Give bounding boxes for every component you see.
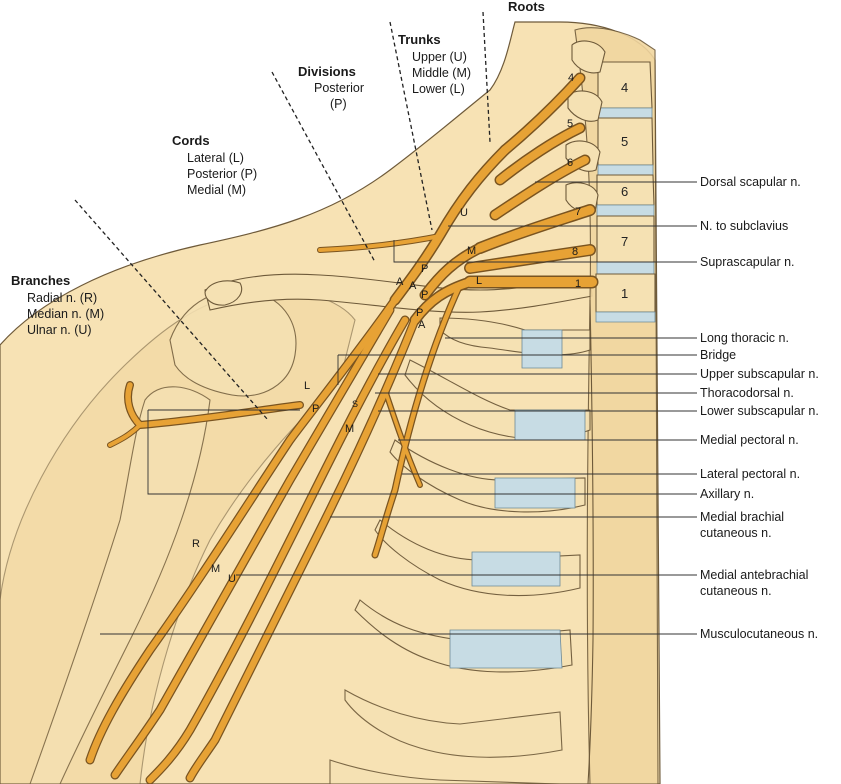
vertebra-number: 5 — [621, 134, 628, 149]
svg-text:L: L — [304, 380, 310, 392]
svg-text:A: A — [409, 280, 417, 292]
label-nerve-to-subclavius: N. to subclavius — [700, 219, 788, 233]
label-upper-subscapular: Upper subscapular n. — [700, 367, 819, 381]
svg-text:S: S — [352, 399, 358, 409]
label-suprascapular: Suprascapular n. — [700, 255, 795, 269]
plexus-letters: U M L P A A P P A L P M S R M U — [192, 207, 482, 585]
section-dividers — [74, 11, 491, 421]
svg-text:M: M — [467, 245, 476, 257]
root-c8 — [465, 245, 595, 273]
label-musculocutaneous: Musculocutaneous n. — [700, 627, 818, 641]
cord-posterior-label: Posterior (P) — [187, 167, 257, 181]
ulnar-nerve — [186, 316, 419, 782]
middle-trunk — [421, 244, 484, 299]
svg-text:P: P — [416, 307, 423, 319]
trunks-header: Trunks — [398, 32, 441, 47]
median-nerve — [146, 316, 409, 784]
svg-text:U: U — [228, 573, 236, 585]
trunk-upper-label: Upper (U) — [412, 50, 467, 64]
trunk-middle-label: Middle (M) — [412, 66, 471, 80]
vertebra-number: 7 — [621, 234, 628, 249]
axillary-branch — [108, 423, 142, 447]
cords-header: Cords — [172, 133, 210, 148]
label-medial-brachial-2: cutaneous n. — [700, 526, 772, 540]
svg-text:P: P — [421, 289, 428, 301]
root-number: 8 — [572, 246, 578, 258]
musculocutaneous-nerve — [111, 306, 394, 779]
nerves — [86, 74, 597, 784]
branch-radial-label: Radial n. (R) — [27, 291, 97, 305]
long-thoracic-nerve — [372, 282, 463, 558]
suprascapular-nerve — [318, 234, 442, 252]
root-c4 — [501, 74, 584, 154]
lower-trunk — [411, 278, 474, 324]
cord-medial-label: Medial (M) — [187, 183, 246, 197]
label-medial-antebrachial-1: Medial antebrachial — [700, 568, 808, 582]
label-lateral-pectoral: Lateral pectoral n. — [700, 467, 800, 481]
root-number: 5 — [567, 118, 573, 130]
branches-header: Branches — [11, 273, 70, 288]
svg-text:R: R — [192, 538, 200, 550]
label-long-thoracic: Long thoracic n. — [700, 331, 789, 345]
svg-text:M: M — [345, 423, 354, 435]
label-dorsal-scapular: Dorsal scapular n. — [700, 175, 801, 189]
label-thoracodorsal: Thoracodorsal n. — [700, 386, 794, 400]
vertebra-number: 1 — [621, 286, 628, 301]
divisions-p-label: (P) — [330, 97, 347, 111]
divisions-header: Divisions — [298, 64, 356, 79]
label-lower-subscapular: Lower subscapular n. — [700, 404, 819, 418]
svg-text:P: P — [312, 403, 319, 415]
svg-text:A: A — [418, 319, 426, 331]
root-number: 4 — [568, 72, 574, 84]
svg-text:P: P — [421, 263, 428, 275]
label-bridge: Bridge — [700, 348, 736, 362]
label-medial-antebrachial-2: cutaneous n. — [700, 584, 772, 598]
cord-lateral-label: Lateral (L) — [187, 151, 244, 165]
label-medial-brachial-1: Medial brachial — [700, 510, 784, 524]
roots-header: Roots — [508, 0, 545, 14]
transverse-processes — [565, 40, 606, 214]
svg-text:M: M — [211, 563, 220, 575]
acromion — [204, 280, 243, 306]
root-c6 — [491, 156, 589, 219]
trunk-lower-label: Lower (L) — [412, 82, 465, 96]
radial-nerve — [86, 296, 399, 764]
svg-text:L: L — [476, 275, 482, 287]
branch-median-label: Median n. (M) — [27, 307, 104, 321]
svg-text:U: U — [460, 207, 468, 219]
root-number: 1 — [575, 278, 581, 290]
vertebra-number: 4 — [621, 80, 628, 95]
root-number: 7 — [575, 206, 581, 218]
branch-ulnar-label: Ulnar n. (U) — [27, 323, 92, 337]
divisions-posterior-label: Posterior — [314, 81, 364, 95]
axillary-nerve — [125, 382, 303, 428]
chest-edge — [587, 299, 594, 784]
label-medial-pectoral: Medial pectoral n. — [700, 433, 799, 447]
vertebral-bodies — [595, 61, 656, 323]
svg-text:A: A — [396, 276, 404, 288]
leader-brackets — [147, 240, 697, 495]
root-c7 — [475, 205, 595, 253]
vertebra-number: 6 — [621, 184, 628, 199]
label-axillary: Axillary n. — [700, 487, 754, 501]
root-c5 — [496, 124, 584, 184]
leader-lines — [100, 181, 697, 635]
root-number: 6 — [567, 157, 573, 169]
